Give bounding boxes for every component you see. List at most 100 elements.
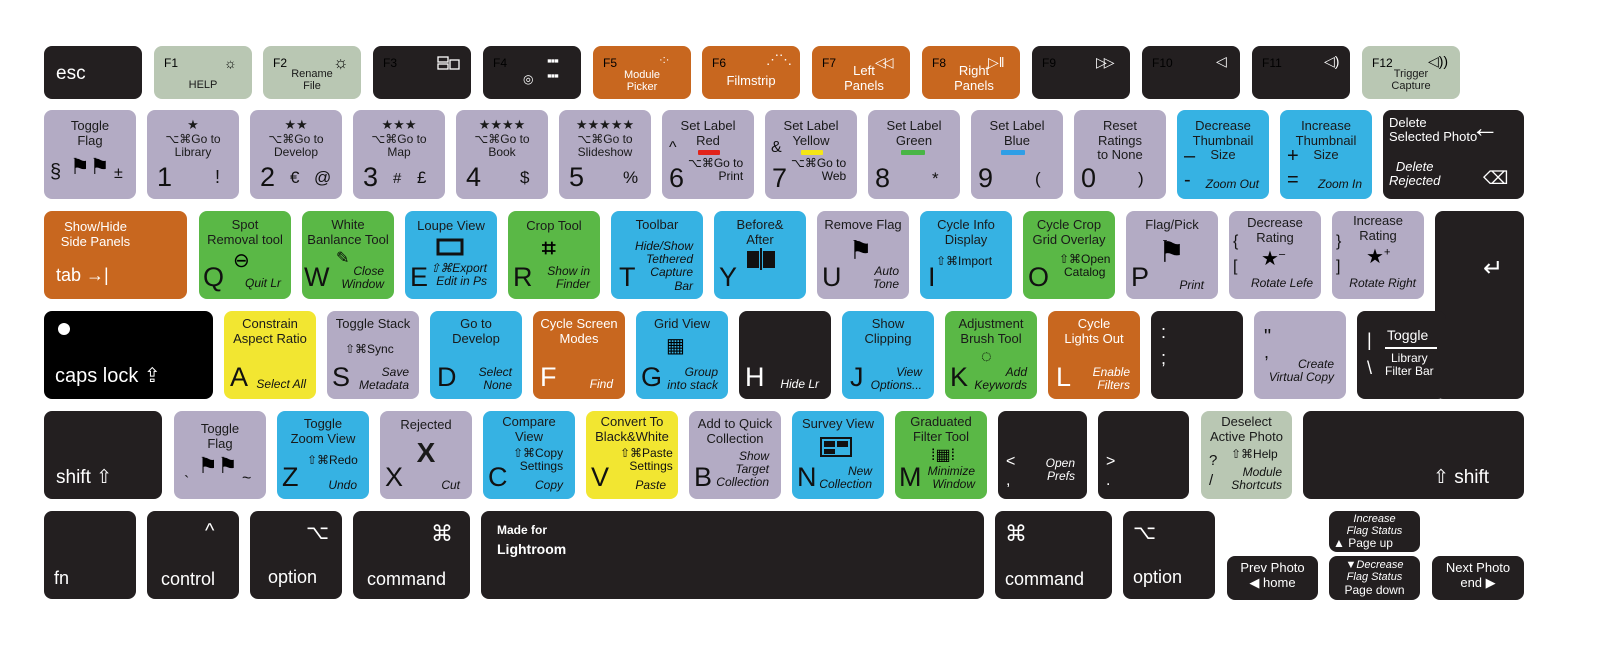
l-key[interactable]: Cycle Lights Out L Enable Filters (1048, 311, 1140, 399)
g-key[interactable]: Grid View ▦ G Group into stack (636, 311, 728, 399)
delete-key[interactable]: Delete Selected Photo ← Delete Rejected … (1383, 110, 1524, 199)
k6-label: Set Label Red (680, 118, 736, 148)
x-action: Rejected (400, 417, 452, 432)
t-key[interactable]: Toolbar T Hide/Show Tethered Capture Bar (611, 211, 703, 299)
f9-key[interactable]: F9 ▷▷ (1032, 46, 1130, 99)
k8-alt: * (932, 169, 939, 188)
star-plus-icon: ★+ (1366, 246, 1391, 268)
fast-forward-icon: ▷▷ (1096, 54, 1114, 70)
left-shift-key[interactable]: shift ⇧ (44, 411, 162, 499)
f7-key[interactable]: F7 ◁◁ Left Panels (812, 46, 910, 99)
caps-lock-key[interactable]: caps lock ⇪ (44, 311, 213, 399)
u-key[interactable]: Remove Flag ⚑ U Auto Tone (817, 211, 909, 299)
semicolon-key[interactable]: : ; (1151, 311, 1243, 399)
left-option-key[interactable]: ⌥ option (250, 511, 342, 599)
slash-action: Deselect Active Photo (1210, 414, 1283, 444)
right-shift-key[interactable]: ⇧ shift (1303, 411, 1524, 499)
right-option-key[interactable]: ⌥ option (1123, 511, 1215, 599)
v-key[interactable]: Convert To Black&White ⇧⌘Paste Settings … (586, 411, 678, 499)
f2-key[interactable]: F2 ☼ Rename File (263, 46, 361, 99)
command-label: command (367, 569, 447, 589)
c-key[interactable]: Compare View ⇧⌘Copy Settings C Copy (483, 411, 575, 499)
key-8[interactable]: Set Label Green 8 * (868, 110, 960, 199)
f-key[interactable]: Cycle Screen Modes F Find (533, 311, 625, 399)
comma-key[interactable]: < , Open Prefs (998, 411, 1087, 499)
right-command-key[interactable]: ⌘ command (995, 511, 1112, 599)
play-pause-icon: ▷‖ (988, 54, 1005, 70)
y-key[interactable]: Before& After Y (714, 211, 806, 299)
a-key[interactable]: Constrain Aspect Ratio A Select All (224, 311, 316, 399)
k7-main: 7 (772, 163, 788, 193)
equal-key[interactable]: Increase Thumbnail Size + = Zoom In (1280, 110, 1372, 199)
return-arrow-icon: ↵ (1483, 255, 1504, 282)
section-key[interactable]: Toggle Flag § ± ⚑⚑ (44, 110, 136, 199)
arrow-right-key[interactable]: Next Photo end ▶ (1432, 556, 1524, 600)
minus-key[interactable]: Decrease Thumbnail Size – - Zoom Out (1177, 110, 1269, 199)
period-key[interactable]: > . (1098, 411, 1189, 499)
right-bracket-key[interactable]: Increase Rating } ] ★+ Rotate Right (1332, 211, 1424, 299)
x-key[interactable]: Rejected X X Cut (380, 411, 472, 499)
q-key[interactable]: Spot Removal tool ⊖ Q Quit Lr (199, 211, 291, 299)
z-key[interactable]: Toggle Zoom View ⇧⌘Redo Z Undo (277, 411, 369, 499)
key-6[interactable]: Set Label Red ^ ⌥⌘Go to Print 6 (662, 110, 754, 199)
o-key[interactable]: Cycle Crop Grid Overlay ⇧⌘Open Catalog O (1023, 211, 1115, 299)
n-key[interactable]: Survey View N New Collection (792, 411, 884, 499)
key-3[interactable]: ★★★ ⌥⌘Go to Map 3 # £ (353, 110, 445, 199)
backslash-key[interactable]: | \ Toggle Library Filter Bar (1357, 311, 1446, 399)
before-after-icon (747, 248, 775, 270)
tab-key[interactable]: Show/Hide Side Panels tab →| (44, 211, 187, 299)
f12-key[interactable]: F12 ◁)) Trigger Capture (1362, 46, 1460, 99)
space-key[interactable]: Made for Lightroom (481, 511, 984, 599)
f10-key[interactable]: F10 ◁ (1142, 46, 1240, 99)
k-key[interactable]: Adjustment Brush Tool ◌ K Add Keywords (945, 311, 1037, 399)
m-key[interactable]: Graduated Filter Tool ⁞▦⁞ M Minimize Win… (895, 411, 987, 499)
f4-key[interactable]: F4 ▪▪▪▪▪▪ ◎ (483, 46, 581, 99)
key-0[interactable]: Reset Ratings to None 0 ) (1074, 110, 1166, 199)
option-label: option (268, 567, 318, 587)
key-1[interactable]: ★ ⌥⌘Go to Library 1 ! (147, 110, 239, 199)
blue-swatch (1001, 150, 1025, 155)
key-2[interactable]: ★★ ⌥⌘Go to Develop 2 € @ (250, 110, 342, 199)
f11-key[interactable]: F11 ◁) (1252, 46, 1350, 99)
left-command-key[interactable]: ⌘ command (353, 511, 470, 599)
b-key[interactable]: Add to Quick Collection B Show Target Co… (689, 411, 781, 499)
delete-icon: ⌫ (1483, 168, 1509, 188)
left-bracket-key[interactable]: Decrease Rating { [ ★– Rotate Lefe (1229, 211, 1321, 299)
key-9[interactable]: Set Label Blue 9 ( (971, 110, 1063, 199)
h-main: H (745, 362, 765, 392)
s-key[interactable]: Toggle Stack ⇧⌘Sync S Save Metadata (327, 311, 419, 399)
j-main: J (850, 362, 864, 392)
slash-key[interactable]: Deselect Active Photo ? / ⇧⌘Help Module … (1201, 411, 1292, 499)
f6-key[interactable]: F6 ⋰⋱ Filmstrip (702, 46, 800, 99)
e-key[interactable]: Loupe View E ⇧⌘Export Edit in Ps (405, 211, 497, 299)
return-key[interactable]: ↵ (1435, 211, 1524, 399)
key-7[interactable]: Set Label Yellow & ⌥⌘Go to Web 7 (765, 110, 857, 199)
j-key[interactable]: Show Clipping J View Options... (842, 311, 934, 399)
arrow-left-key[interactable]: Prev Photo ◀ home (1227, 556, 1318, 600)
tilde-key[interactable]: Toggle Flag ⚑⚑ ` ~ (174, 411, 266, 499)
f3-key[interactable]: F3 (373, 46, 471, 99)
fn-key[interactable]: fn (44, 511, 136, 599)
f1-key[interactable]: F1 ☼ HELP (154, 46, 252, 99)
key-4[interactable]: ★★★★ ⌥⌘Go to Book 4 $ (456, 110, 548, 199)
u-action: Remove Flag (824, 217, 902, 232)
arrow-up-key[interactable]: Increase Flag Status ▲ Page up (1329, 511, 1420, 552)
d-key[interactable]: Go to Develop D Select None (430, 311, 522, 399)
r-key[interactable]: Crop Tool ⌗ R Show in Finder (508, 211, 600, 299)
control-key[interactable]: ^ control (147, 511, 239, 599)
f5-key[interactable]: F5 ·:· Module Picker (593, 46, 691, 99)
p-key[interactable]: Flag/Pick ⚑ P Print (1126, 211, 1218, 299)
reject-flag-icon: ⚑ (849, 235, 873, 265)
h-key[interactable]: H Hide Lr (739, 311, 831, 399)
w-key[interactable]: White Banlance Tool ✎ W Close Window (302, 211, 394, 299)
slash-label: / (1209, 472, 1214, 489)
i-key[interactable]: Cycle Info Display ⇧⌘Import I (920, 211, 1012, 299)
key-5[interactable]: ★★★★★ ⌥⌘Go to Slideshow 5 % (559, 110, 651, 199)
arrow-down-key[interactable]: ▼Decrease Flag Status Page down (1329, 556, 1420, 600)
esc-key[interactable]: esc (44, 46, 142, 99)
pick-flag-icon: ⚑ (1158, 236, 1185, 269)
f8-key[interactable]: F8 ▷‖ Right Panels (922, 46, 1020, 99)
f1-label: F1 (164, 56, 179, 70)
s-alt: Save Metadata (358, 365, 409, 393)
quote-key[interactable]: " , Create Virtual Copy (1254, 311, 1346, 399)
